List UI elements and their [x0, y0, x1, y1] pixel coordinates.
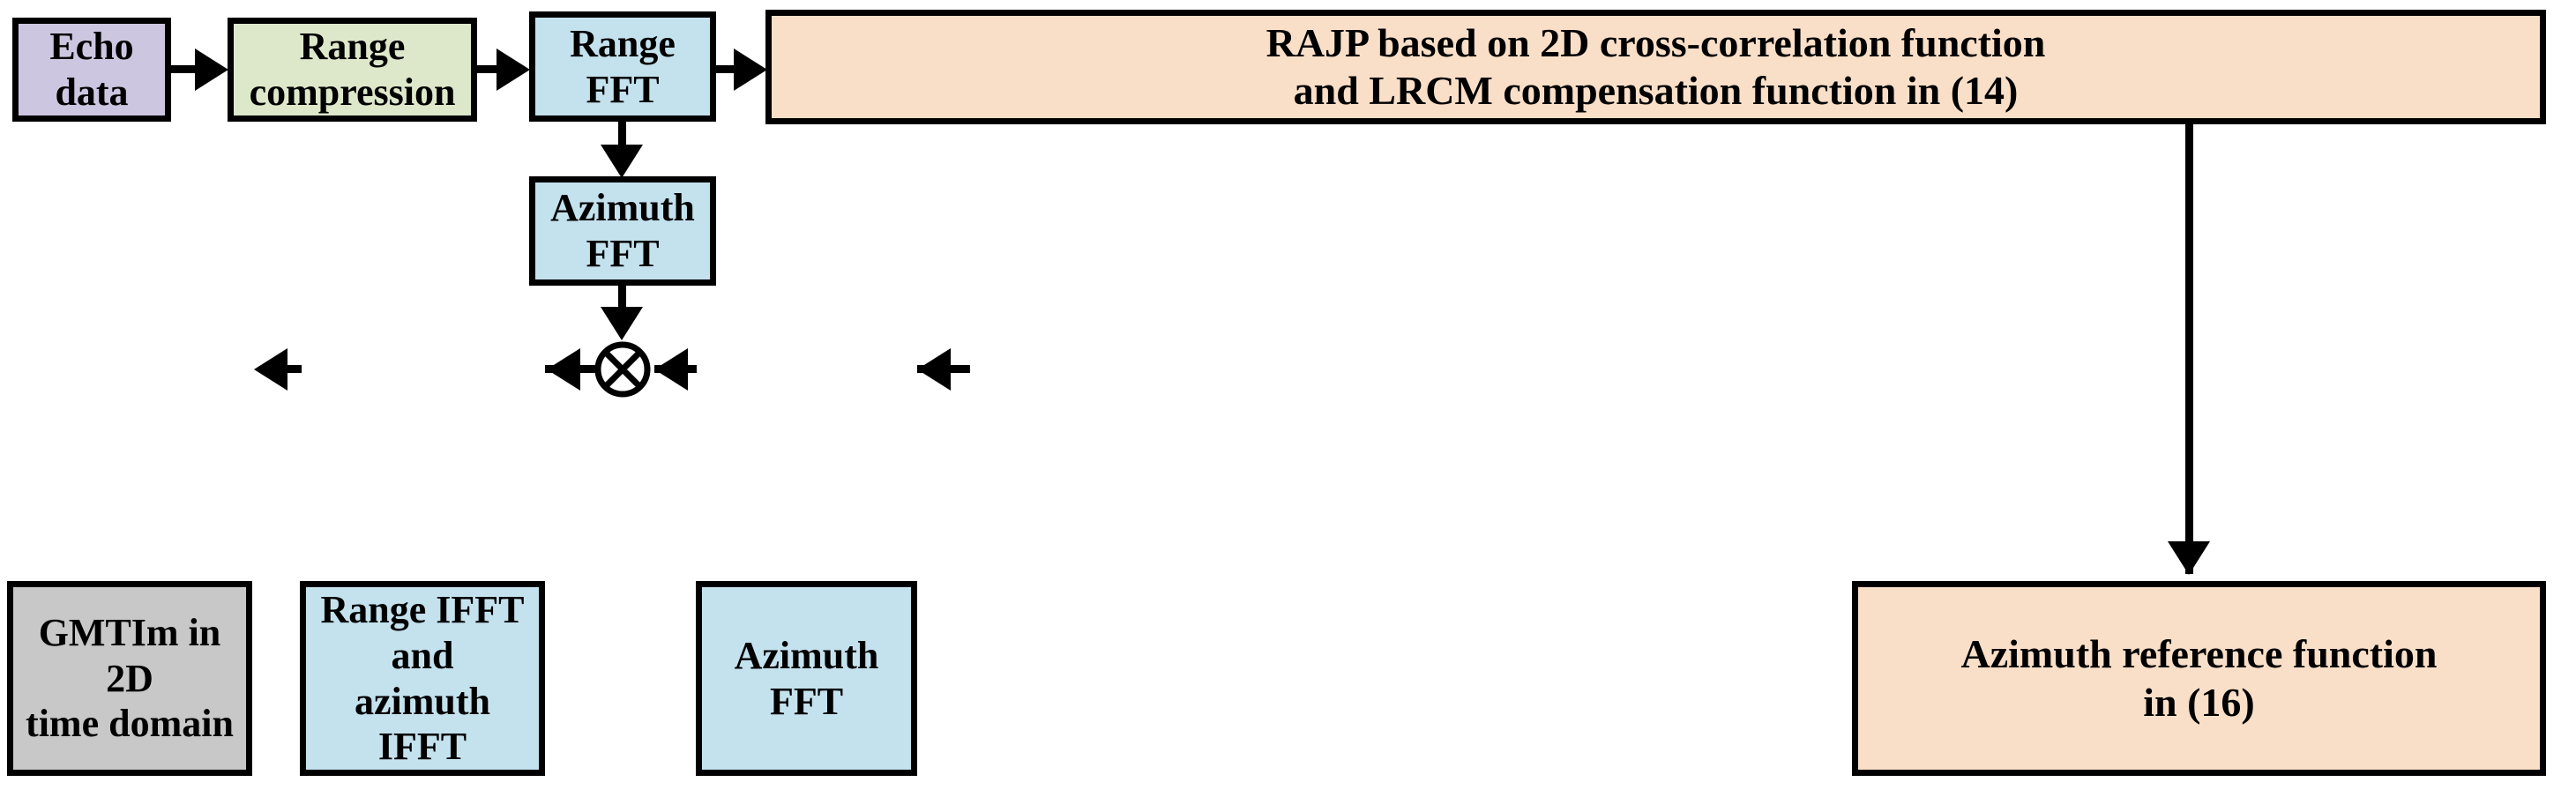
edge-azfftbottom-to-multiplier-arrowhead [654, 348, 688, 391]
edge-azfft-to-multiplier-arrowhead [601, 307, 643, 340]
edge-rangefft-to-azfft-arrowhead [601, 145, 643, 178]
edge-echo-to-rangecomp-arrowhead [195, 48, 228, 91]
edge-rangefft-to-rajp-arrowhead [734, 48, 767, 91]
edge-rajp-to-azref-arrowhead [2168, 541, 2210, 575]
edge-azref-to-azfftbottom-arrowhead [917, 348, 951, 391]
node-azimuth-fft-bottom-label: Azimuth FFT [734, 633, 879, 723]
edge-echo-to-rangecomp-line [171, 65, 198, 73]
node-rajp[interactable]: RAJP based on 2D cross-correlation funct… [765, 10, 2546, 124]
node-azimuth-fft-bottom[interactable]: Azimuth FFT [696, 581, 917, 776]
node-range-fft[interactable]: Range FFT [529, 11, 716, 122]
edge-rangefft-to-azfft-line [618, 122, 626, 159]
node-rajp-label: RAJP based on 2D cross-correlation funct… [1266, 19, 2046, 113]
node-echo-data[interactable]: Echo data [12, 18, 171, 122]
node-echo-data-label: Echo data [49, 25, 134, 114]
edge-rangefft-to-rajp-line [716, 65, 743, 73]
edge-rajp-to-azref-line [2185, 124, 2193, 574]
edge-rangecomp-to-rangefft-arrowhead [497, 48, 530, 91]
multiply-operator[interactable] [594, 340, 652, 399]
node-range-fft-label: Range FFT [570, 21, 676, 111]
edge-multiplier-to-rangeifft-arrowhead [547, 348, 580, 391]
multiply-icon [594, 341, 651, 398]
edge-rangeifft-to-gmtim-arrowhead [254, 348, 287, 391]
edge-rangecomp-to-rangefft-line [477, 65, 506, 73]
